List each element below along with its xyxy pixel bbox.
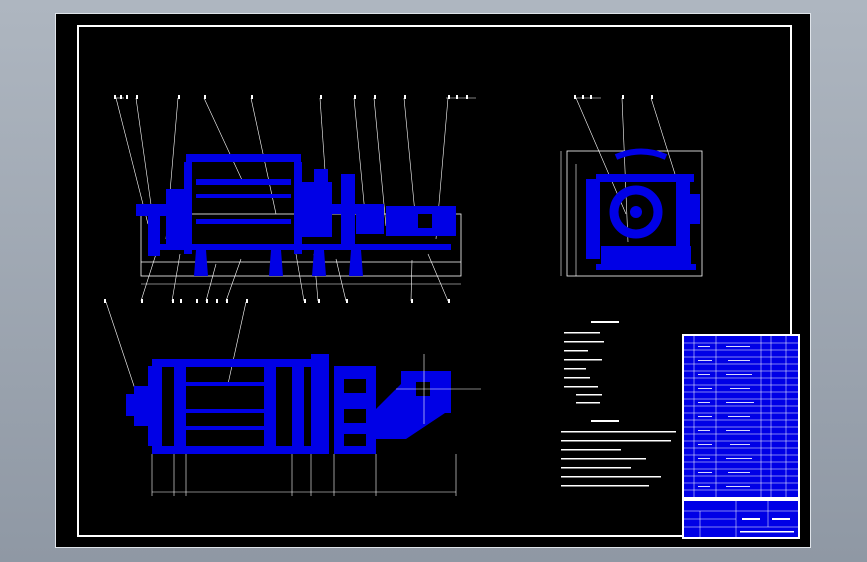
technical-notes (561, 321, 676, 487)
drawing-border (77, 25, 792, 537)
parts-list (682, 334, 800, 499)
drawing-canvas (104, 95, 800, 539)
cad-viewport[interactable] (55, 13, 811, 548)
plan-view-leaders (105, 301, 247, 393)
req-lines (561, 420, 676, 487)
spec-lines (564, 321, 619, 404)
title-block (682, 499, 800, 539)
plan-view (104, 299, 481, 496)
front-view (114, 95, 476, 303)
side-view (560, 95, 703, 277)
front-view-balloons (114, 95, 468, 303)
